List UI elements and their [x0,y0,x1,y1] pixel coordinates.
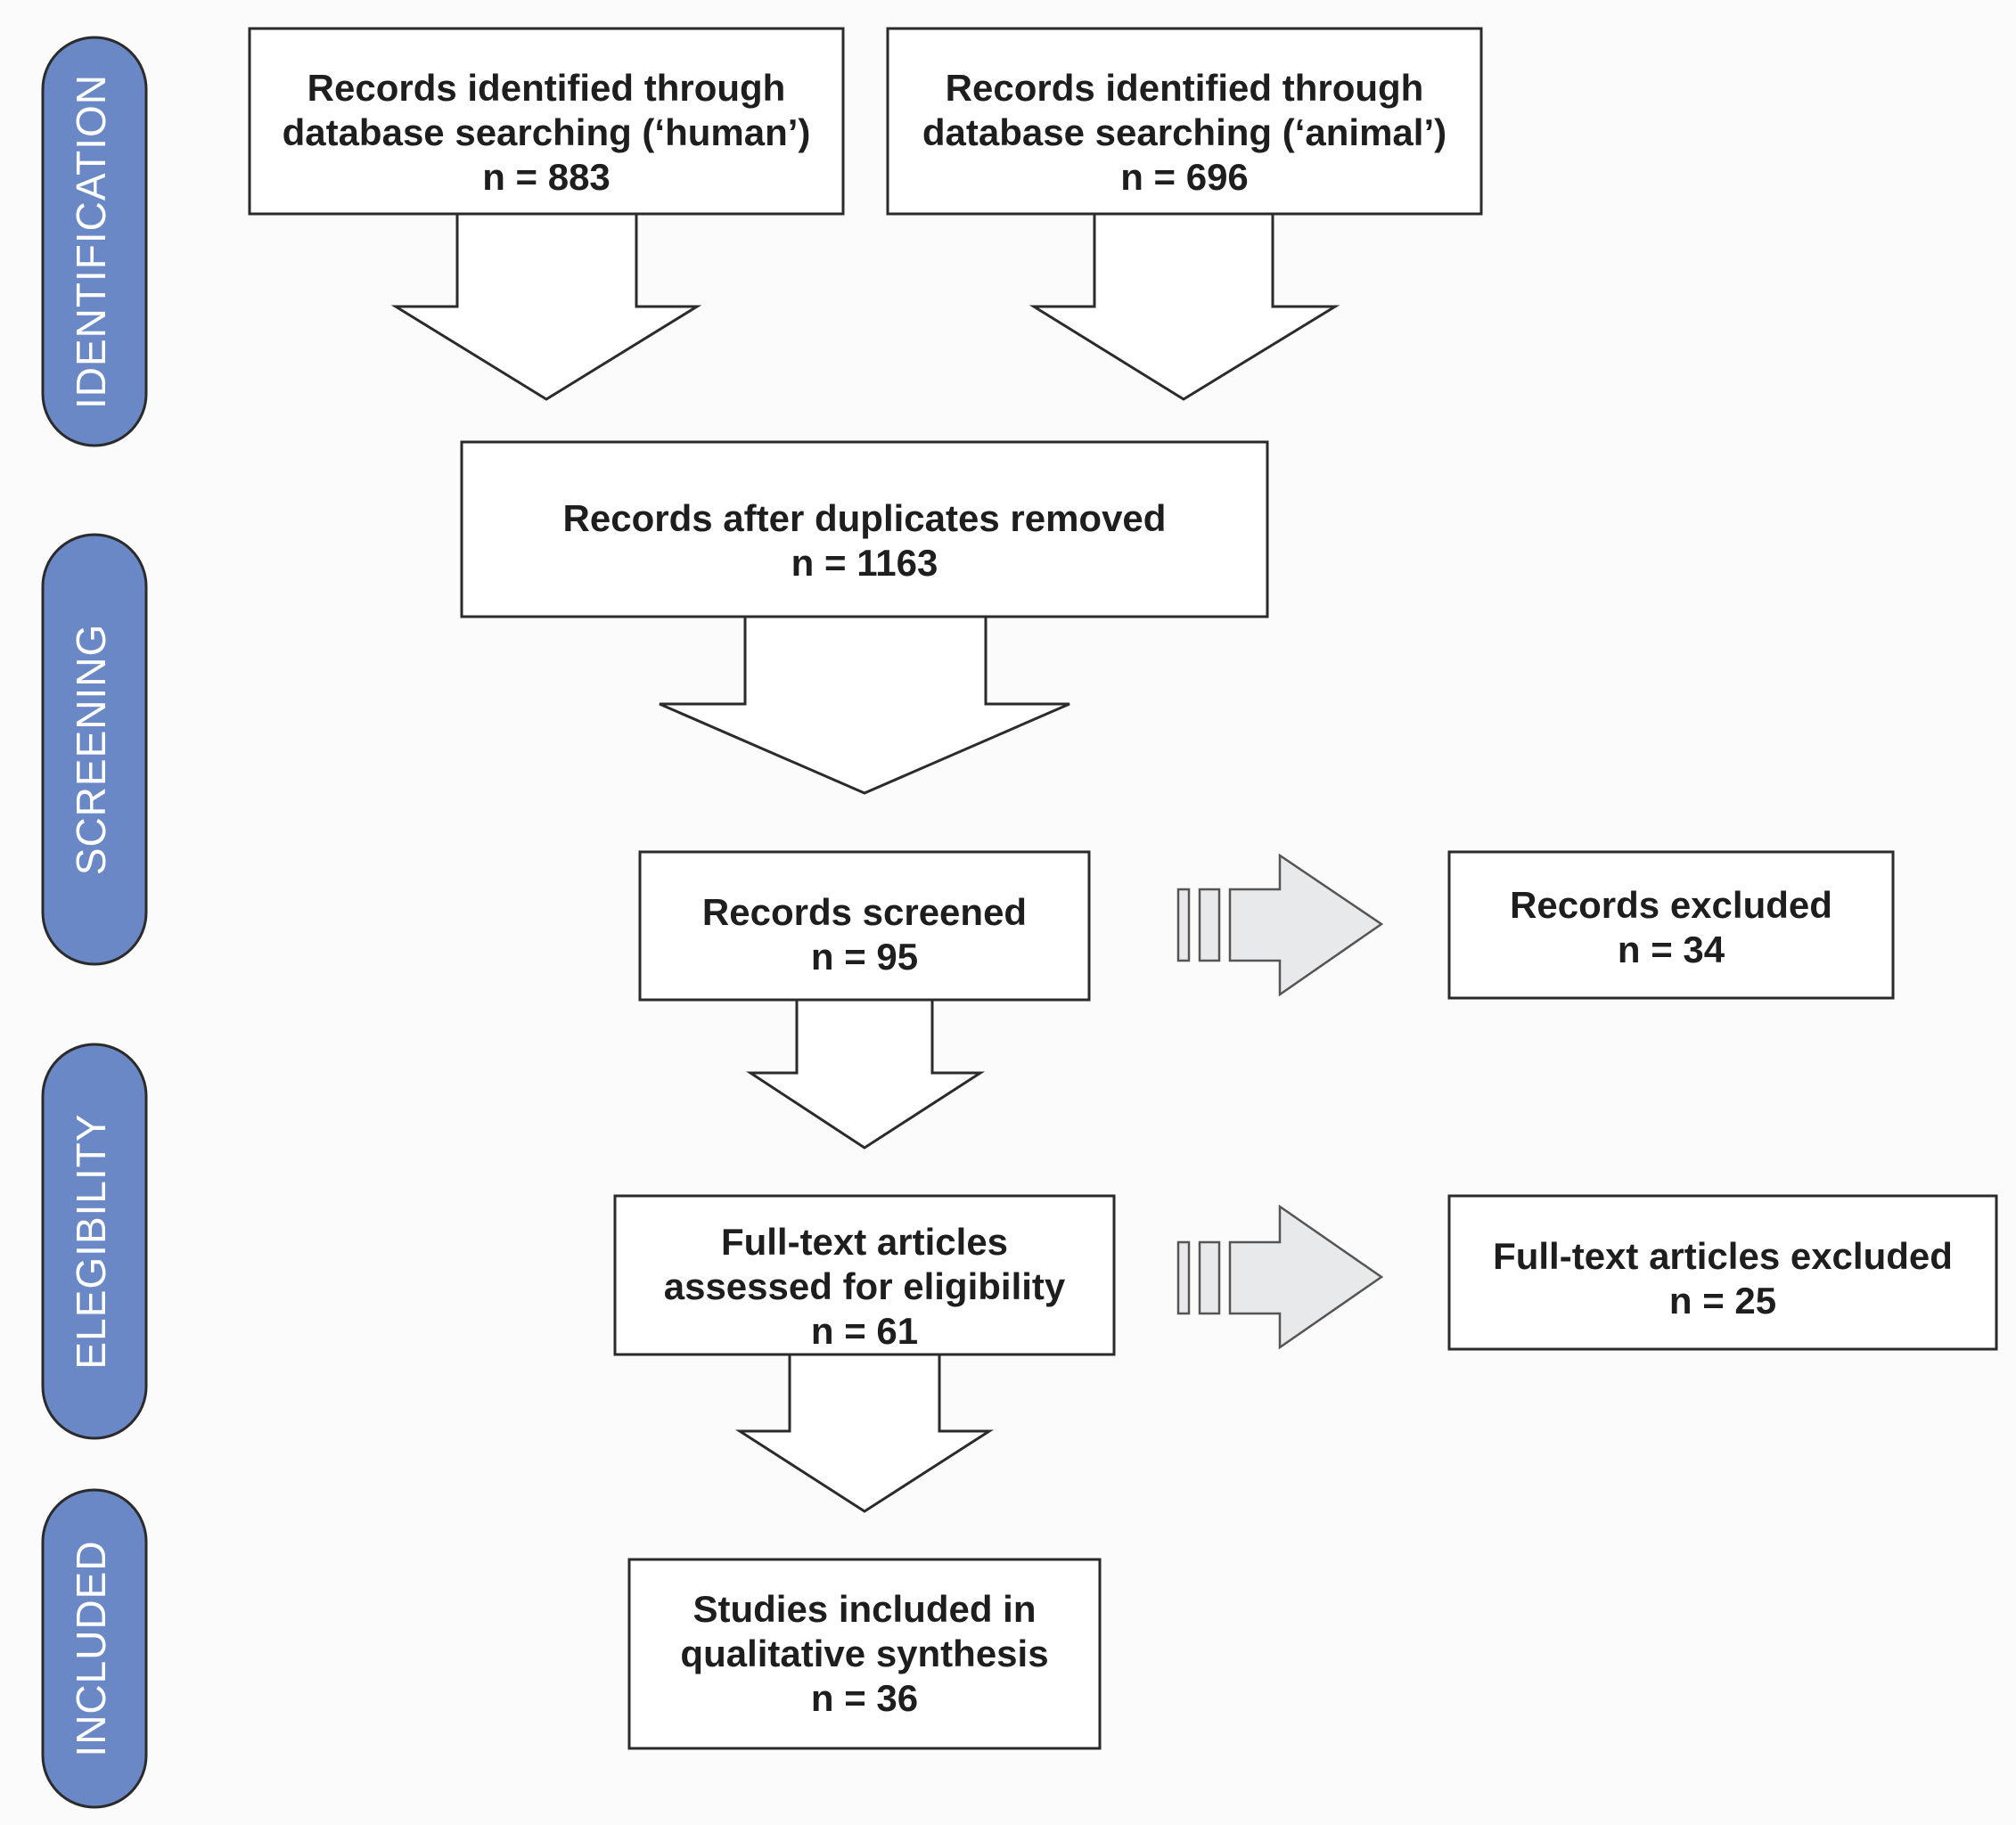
phase-screening: SCREENING [41,533,148,966]
box-records-excluded-line-2: n = 34 [1618,929,1725,970]
phase-identification-label: IDENTIFICATION [68,74,114,409]
box-records-excluded: Records excluded n = 34 [1447,850,1895,1000]
box-studies-included: Studies included in qualitative synthesi… [627,1558,1102,1750]
arrow-fulltext-to-excluded [1176,1204,1384,1350]
arrow-screened-to-excluded [1176,853,1384,997]
box-fulltext-assessed: Full-text articles assessed for eligibil… [613,1194,1116,1356]
phase-eligibility-label: ELEGIBILITY [68,1113,114,1369]
arrow-animal-to-duplicates [1028,212,1340,401]
box-records-screened-line-1: Records screened [702,891,1027,933]
box-records-human-line-1: Records identified through [307,67,786,109]
phase-screening-label: SCREENING [68,624,114,875]
box-fulltext-excluded-line-2: n = 25 [1669,1280,1776,1322]
box-fulltext-excluded-line-1: Full-text articles excluded [1493,1235,1953,1277]
box-records-human-line-3: n = 883 [482,156,611,198]
arrow-human-to-duplicates [390,212,702,401]
arrow-duplicates-to-screened [659,615,1070,795]
phase-eligibility: ELEGIBILITY [41,1043,148,1440]
box-fulltext-excluded: Full-text articles excluded n = 25 [1447,1194,1998,1351]
box-studies-included-line-2: qualitative synthesis [680,1633,1048,1674]
box-records-animal-line-3: n = 696 [1120,156,1249,198]
box-records-human-line-2: database searching (‘human’) [283,111,811,153]
box-records-animal-line-2: database searching (‘animal’) [922,111,1446,153]
box-fulltext-assessed-line-1: Full-text articles [721,1221,1008,1263]
box-records-after-duplicates: Records after duplicates removed n = 116… [460,440,1269,618]
phase-included-label: INCLUDED [68,1540,114,1756]
arrow-screened-to-fulltext [745,998,986,1150]
box-records-animal-line-1: Records identified through [946,67,1424,109]
box-records-after-duplicates-line-1: Records after duplicates removed [563,497,1167,539]
box-records-animal: Records identified through database sear… [886,27,1483,216]
box-records-screened: Records screened n = 95 [638,850,1091,1002]
box-records-after-duplicates-line-2: n = 1163 [791,542,938,584]
box-records-human: Records identified through database sear… [248,27,845,216]
phase-identification: IDENTIFICATION [41,36,148,447]
box-fulltext-assessed-line-3: n = 61 [811,1310,918,1352]
phase-included: INCLUDED [41,1488,148,1809]
box-studies-included-line-1: Studies included in [692,1588,1036,1630]
box-records-screened-line-2: n = 95 [811,936,918,978]
box-records-excluded-line-1: Records excluded [1510,884,1832,926]
box-fulltext-assessed-line-2: assessed for eligibility [664,1265,1066,1307]
arrow-fulltext-to-included [734,1353,995,1513]
box-studies-included-line-3: n = 36 [811,1677,918,1719]
